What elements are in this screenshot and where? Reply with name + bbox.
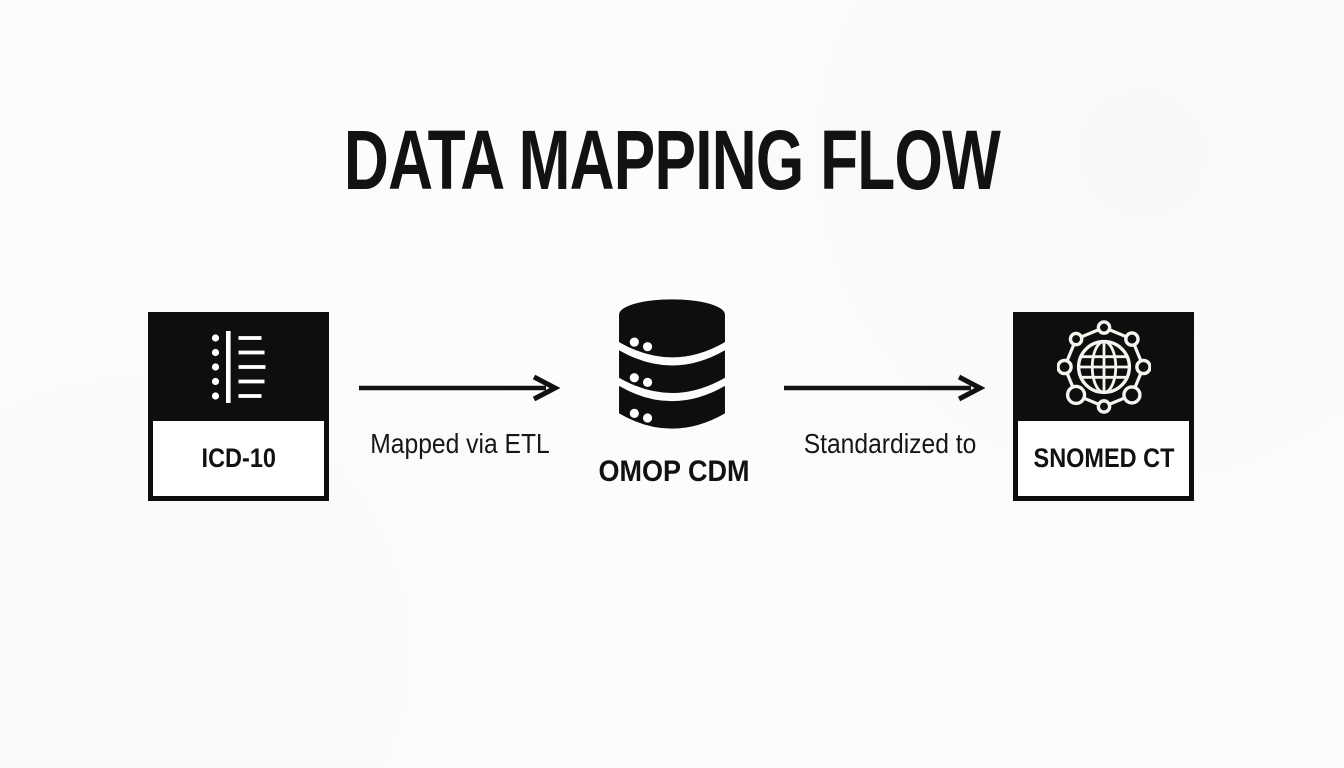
icd-10-icon-panel	[153, 317, 324, 421]
database-icon	[617, 297, 727, 432]
node-label-icd-10: ICD-10	[201, 443, 276, 473]
icd-10-label-panel: ICD-10	[153, 421, 324, 496]
node-snomed-ct: SNOMED CT	[1013, 312, 1194, 501]
arrow-label-mapped-via-etl: Mapped via ETL	[370, 428, 550, 459]
snomed-label-panel: SNOMED CT	[1018, 421, 1189, 496]
arrow-label-standardized-to: Standardized to	[803, 428, 977, 459]
node-label-snomed-ct: SNOMED CT	[1033, 443, 1174, 473]
node-label-omop-cdm: OMOP CDM	[598, 455, 750, 488]
node-icd-10: ICD-10	[148, 312, 329, 501]
network-globe-icon	[1055, 319, 1152, 419]
code-list-icon	[210, 330, 268, 408]
arrow-mapped-via-etl	[359, 374, 560, 402]
arrow-standardized-to	[784, 374, 985, 402]
diagram-title: DATA MAPPING FLOW	[343, 113, 1001, 207]
snomed-icon-panel	[1018, 317, 1189, 421]
